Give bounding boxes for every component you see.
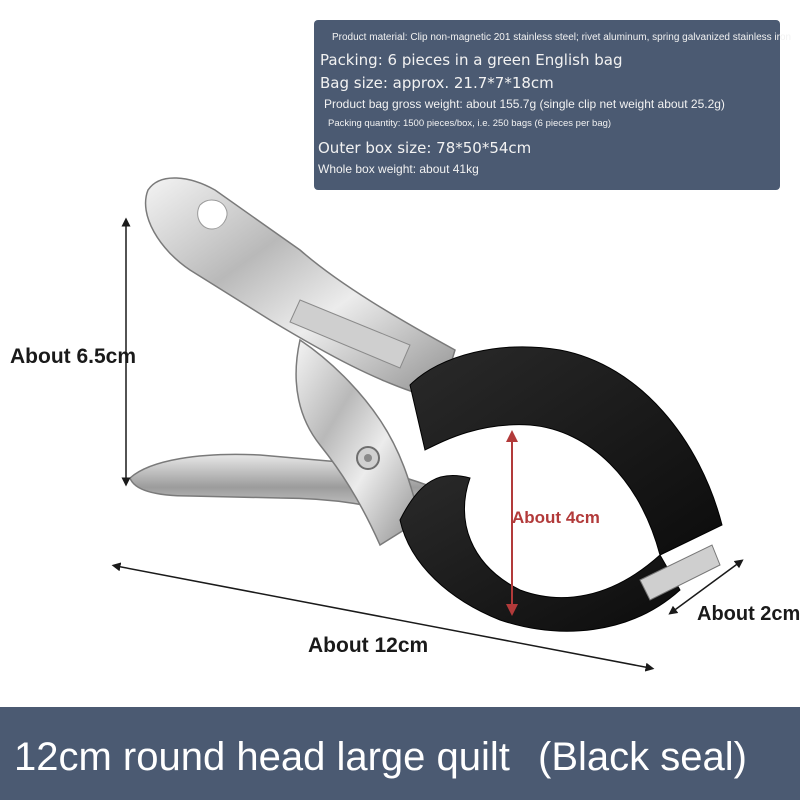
spec-gross-weight: Product bag gross weight: about 155.7g (… [324,97,725,111]
length-arrow [111,562,655,672]
opening-label: About 4cm [512,508,600,527]
spec-bag-size: Bag size: approx. 21.7*7*18cm [320,74,554,92]
spec-panel: Product material: Clip non-magnetic 201 … [314,20,791,190]
spec-outer-box: Outer box size: 78*50*54cm [318,139,532,157]
upper-handle-slot [289,299,411,369]
banner-variant: (Black seal) [538,735,747,779]
spec-packing: Packing: 6 pieces in a green English bag [320,51,623,69]
width-label: About 2cm [697,603,800,625]
length-label: About 12cm [308,634,429,657]
spec-packing-quantity: Packing quantity: 1500 pieces/box, i.e. … [328,118,612,129]
clip-body [295,338,421,547]
banner-title: 12cm round head large quilt [14,735,510,779]
spec-box-weight: Whole box weight: about 41kg [318,162,479,176]
height-label: About 6.5cm [10,345,137,368]
spec-material: Product material: Clip non-magnetic 201 … [332,32,792,43]
upper-grip [409,346,723,556]
clip-photo [111,177,744,672]
handle-cutout [197,199,228,230]
title-banner: 12cm round head large quilt (Black seal) [0,707,800,800]
width-arrow [668,559,744,615]
